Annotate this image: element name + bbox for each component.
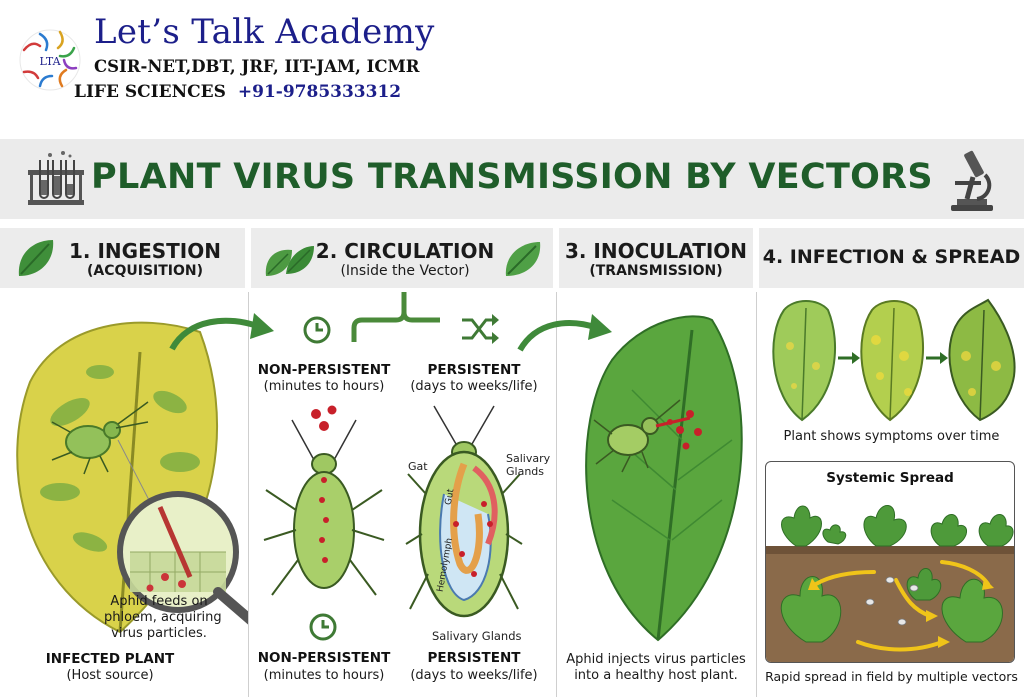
step-1-title: 1. INGESTION — [69, 239, 221, 263]
aphid-icon — [593, 399, 681, 473]
clock-icon — [309, 613, 337, 641]
leaf-icon — [18, 240, 54, 276]
field-spread-illustration — [766, 505, 1014, 662]
divider — [756, 292, 757, 697]
divider — [248, 292, 249, 697]
caption-line: Aphid feeds on — [110, 594, 208, 609]
non-persistent-sub-bottom: (minutes to hours) — [263, 668, 385, 683]
salivary-glands-bottom-label: Salivary Glands — [432, 629, 522, 643]
step-header-4 — [759, 228, 1024, 288]
systemic-spread-box: Systemic Spread — [765, 461, 1015, 663]
label-line: Salivary — [506, 452, 551, 465]
persistent-label-bottom: PERSISTENT — [427, 650, 521, 666]
test-tubes-icon — [28, 151, 84, 205]
infected-plant-sub: (Host source) — [66, 668, 154, 683]
step-header-3 — [559, 228, 753, 288]
brand-name: Let’s Talk Academy — [94, 12, 435, 52]
symptom-progression-illustration — [772, 298, 1016, 422]
shuffle-icon — [462, 314, 499, 344]
phone-number: +91-9785333312 — [237, 82, 402, 102]
caption-line: Aphid injects virus particles — [566, 652, 746, 667]
healthy-leaf-illustration — [585, 315, 743, 642]
subject-line: LIFE SCIENCES +91-9785333312 — [74, 82, 401, 102]
step-2-subtitle: (Inside the Vector) — [340, 263, 470, 279]
academy-logo: LTA — [19, 29, 81, 91]
salivary-label: Salivary Glands — [506, 452, 550, 478]
gat-label: Gat — [408, 460, 428, 473]
exam-list: CSIR-NET,DBT, JRF, IIT-JAM, ICMR — [94, 57, 420, 76]
leaf-pair-icon — [265, 246, 314, 276]
microscope-icon — [951, 150, 993, 211]
step-1-subtitle: (ACQUISITION) — [86, 263, 204, 279]
label-line: Glands — [506, 465, 545, 478]
title-banner — [0, 139, 1024, 219]
caption-line: virus particles. — [111, 626, 207, 641]
arrow-icon — [169, 313, 274, 351]
persistent-sub-top: (days to weeks/life) — [410, 379, 538, 394]
step-2-title: 2. CIRCULATION — [315, 239, 495, 263]
logo-text: LTA — [39, 55, 61, 68]
step-3-subtitle: (TRANSMISSION) — [589, 263, 723, 279]
divider — [556, 292, 557, 697]
step-3-title: 3. INOCULATION — [564, 239, 748, 263]
clock-icon — [303, 316, 331, 344]
non-persistent-label-bottom: NON-PERSISTENT — [257, 650, 391, 666]
infected-plant-label: INFECTED PLANT — [45, 651, 175, 667]
leaf-icon — [505, 242, 541, 276]
pathway-connector — [351, 292, 440, 342]
systemic-spread-title: Systemic Spread — [826, 470, 954, 486]
non-persistent-aphid-illustration — [263, 405, 385, 596]
arrow-icon — [517, 314, 612, 352]
magnifier-caption: Aphid feeds on phloem, acquiring virus p… — [104, 594, 222, 642]
non-persistent-label-top: NON-PERSISTENT — [257, 362, 391, 378]
symptoms-caption: Plant shows symptoms over time — [783, 429, 1000, 444]
persistent-label-top: PERSISTENT — [427, 362, 521, 378]
infected-leaf-illustration — [16, 321, 248, 634]
main-title: PLANT VIRUS TRANSMISSION BY VECTORS — [91, 157, 933, 197]
persistent-sub-bottom: (days to weeks/life) — [410, 668, 538, 683]
subject-name: LIFE SCIENCES — [74, 82, 226, 102]
step-4-title: 4. INFECTION & SPREAD — [762, 246, 1021, 268]
inoculation-caption: Aphid injects virus particles into a hea… — [559, 652, 753, 684]
non-persistent-sub-top: (minutes to hours) — [263, 379, 385, 394]
persistent-aphid-illustration — [405, 405, 523, 618]
aphid-icon — [51, 401, 149, 475]
caption-line: into a healthy host plant. — [574, 668, 738, 683]
caption-line: phloem, acquiring — [104, 610, 222, 625]
spread-caption: Rapid spread in field by multiple vector… — [765, 669, 1018, 684]
